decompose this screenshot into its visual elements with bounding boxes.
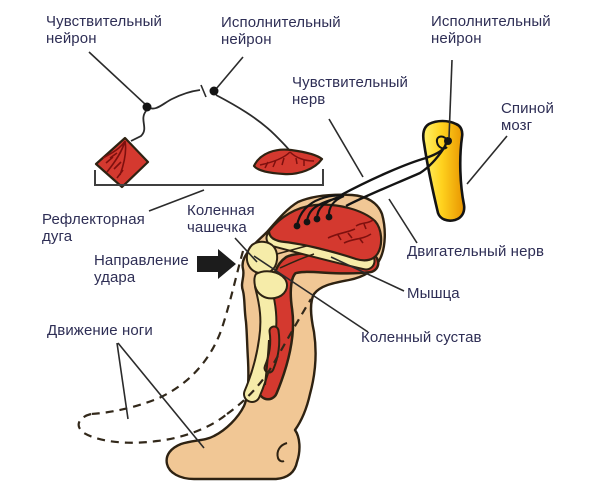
label-reflex-arc: Рефлекторная дуга xyxy=(42,211,145,245)
muscle-spindle-lens xyxy=(252,148,324,176)
leader-motor-nerve xyxy=(388,198,418,244)
leader-muscle xyxy=(330,256,405,292)
calf-muscle-streak xyxy=(263,325,281,386)
label-sensory-nerve: Чувствительный нерв xyxy=(292,74,408,108)
leader-spinal-cord xyxy=(466,135,508,185)
tibia-bone xyxy=(243,277,278,403)
label-executive-neuron-right: Исполнительный нейрон xyxy=(431,13,551,47)
nerve-fiber-endings xyxy=(293,194,345,230)
spinal-cord-shape xyxy=(421,119,466,222)
synapse-dot-sensory xyxy=(142,102,152,112)
label-strike-direction: Направление удара xyxy=(94,252,189,286)
synapse-dot-executive xyxy=(209,86,219,96)
reflex-arc-bracket xyxy=(94,169,324,186)
reflex-arc-diagram xyxy=(88,51,324,189)
sensory-motor-nerves xyxy=(340,135,452,208)
quadriceps-muscle xyxy=(267,203,383,262)
label-leg-movement: Движение ноги xyxy=(47,322,153,339)
label-muscle: Мышца xyxy=(407,285,460,302)
leader-kneecap xyxy=(234,237,258,263)
leader-knee-joint xyxy=(253,255,369,333)
leader-leg-movement-1 xyxy=(116,342,129,420)
leader-reflex-arc xyxy=(148,189,205,212)
leader-executive-neuron-right xyxy=(448,59,453,139)
ankle-bone-line xyxy=(276,442,288,463)
receptor-diamond xyxy=(94,136,150,189)
leader-leg-movement-2 xyxy=(117,342,205,449)
leader-lines xyxy=(116,59,508,449)
label-knee-joint: Коленный сустав xyxy=(361,329,482,346)
label-executive-neuron-top: Исполнительный нейрон xyxy=(221,14,341,48)
label-motor-nerve: Двигательный нерв xyxy=(407,243,545,260)
leader-sensory-nerve xyxy=(328,118,364,178)
synapse-gap-tick xyxy=(200,84,207,98)
label-spinal-cord: Спиной мозг xyxy=(501,100,554,134)
muscle-vein-lines xyxy=(327,219,374,244)
label-kneecap: Коленная чашечка xyxy=(187,202,255,236)
label-sensory-neuron: Чувствительный нейрон xyxy=(46,13,162,47)
strike-arrow-icon xyxy=(197,249,236,279)
dashed-leg-outline xyxy=(77,250,312,444)
